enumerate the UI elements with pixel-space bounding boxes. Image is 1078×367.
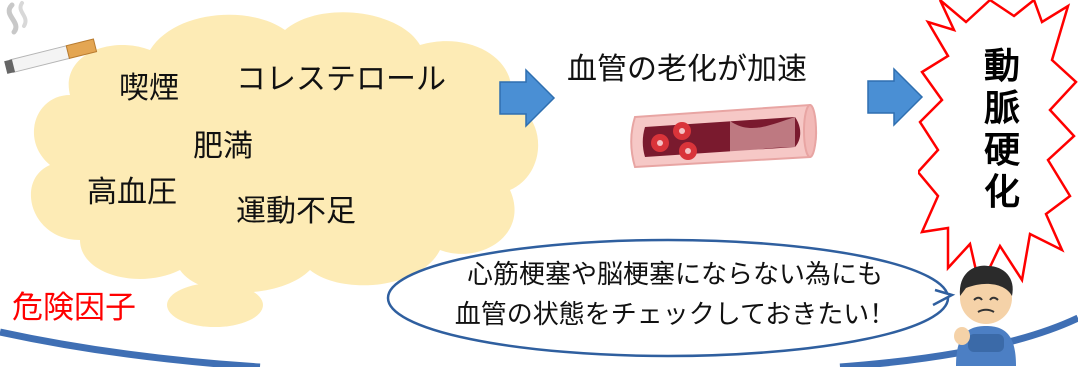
risk-factors-label: 危険因子 xyxy=(12,290,136,326)
arrow-right-icon xyxy=(499,68,556,128)
cigarette-icon xyxy=(4,1,98,74)
result-char: 硬 xyxy=(983,130,1020,171)
result-char: 化 xyxy=(983,172,1020,213)
vessel-aging-text: 血管の老化が加速 xyxy=(567,52,807,87)
result-char: 脈 xyxy=(983,88,1020,129)
risk-factor-inactivity: 運動不足 xyxy=(236,194,356,229)
result-arteriosclerosis: 動 脈 硬 化 xyxy=(980,46,1024,214)
burst-shape xyxy=(918,0,1078,290)
risk-factor-obesity: 肥満 xyxy=(193,129,253,164)
risk-factor-cholesterol: コレステロール xyxy=(236,62,446,97)
speech-line-1: 心筋梗塞や脳梗塞にならない為にも xyxy=(466,260,883,290)
speech-text: 心筋梗塞や脳梗塞にならない為にも 血管の状態をチェックしておきたい！ xyxy=(420,255,930,335)
risk-factor-cloud xyxy=(30,12,539,327)
speech-bubble xyxy=(386,238,956,358)
arrow-right-icon-2 xyxy=(867,67,924,127)
worried-man-icon xyxy=(954,265,1016,366)
speech-line-2: 血管の状態をチェックしておきたい！ xyxy=(454,300,896,330)
blood-vessel-icon xyxy=(630,103,817,169)
risk-factor-smoking: 喫煙 xyxy=(119,71,179,106)
risk-factor-hypertension: 高血圧 xyxy=(87,175,177,210)
result-char: 動 xyxy=(983,46,1020,87)
